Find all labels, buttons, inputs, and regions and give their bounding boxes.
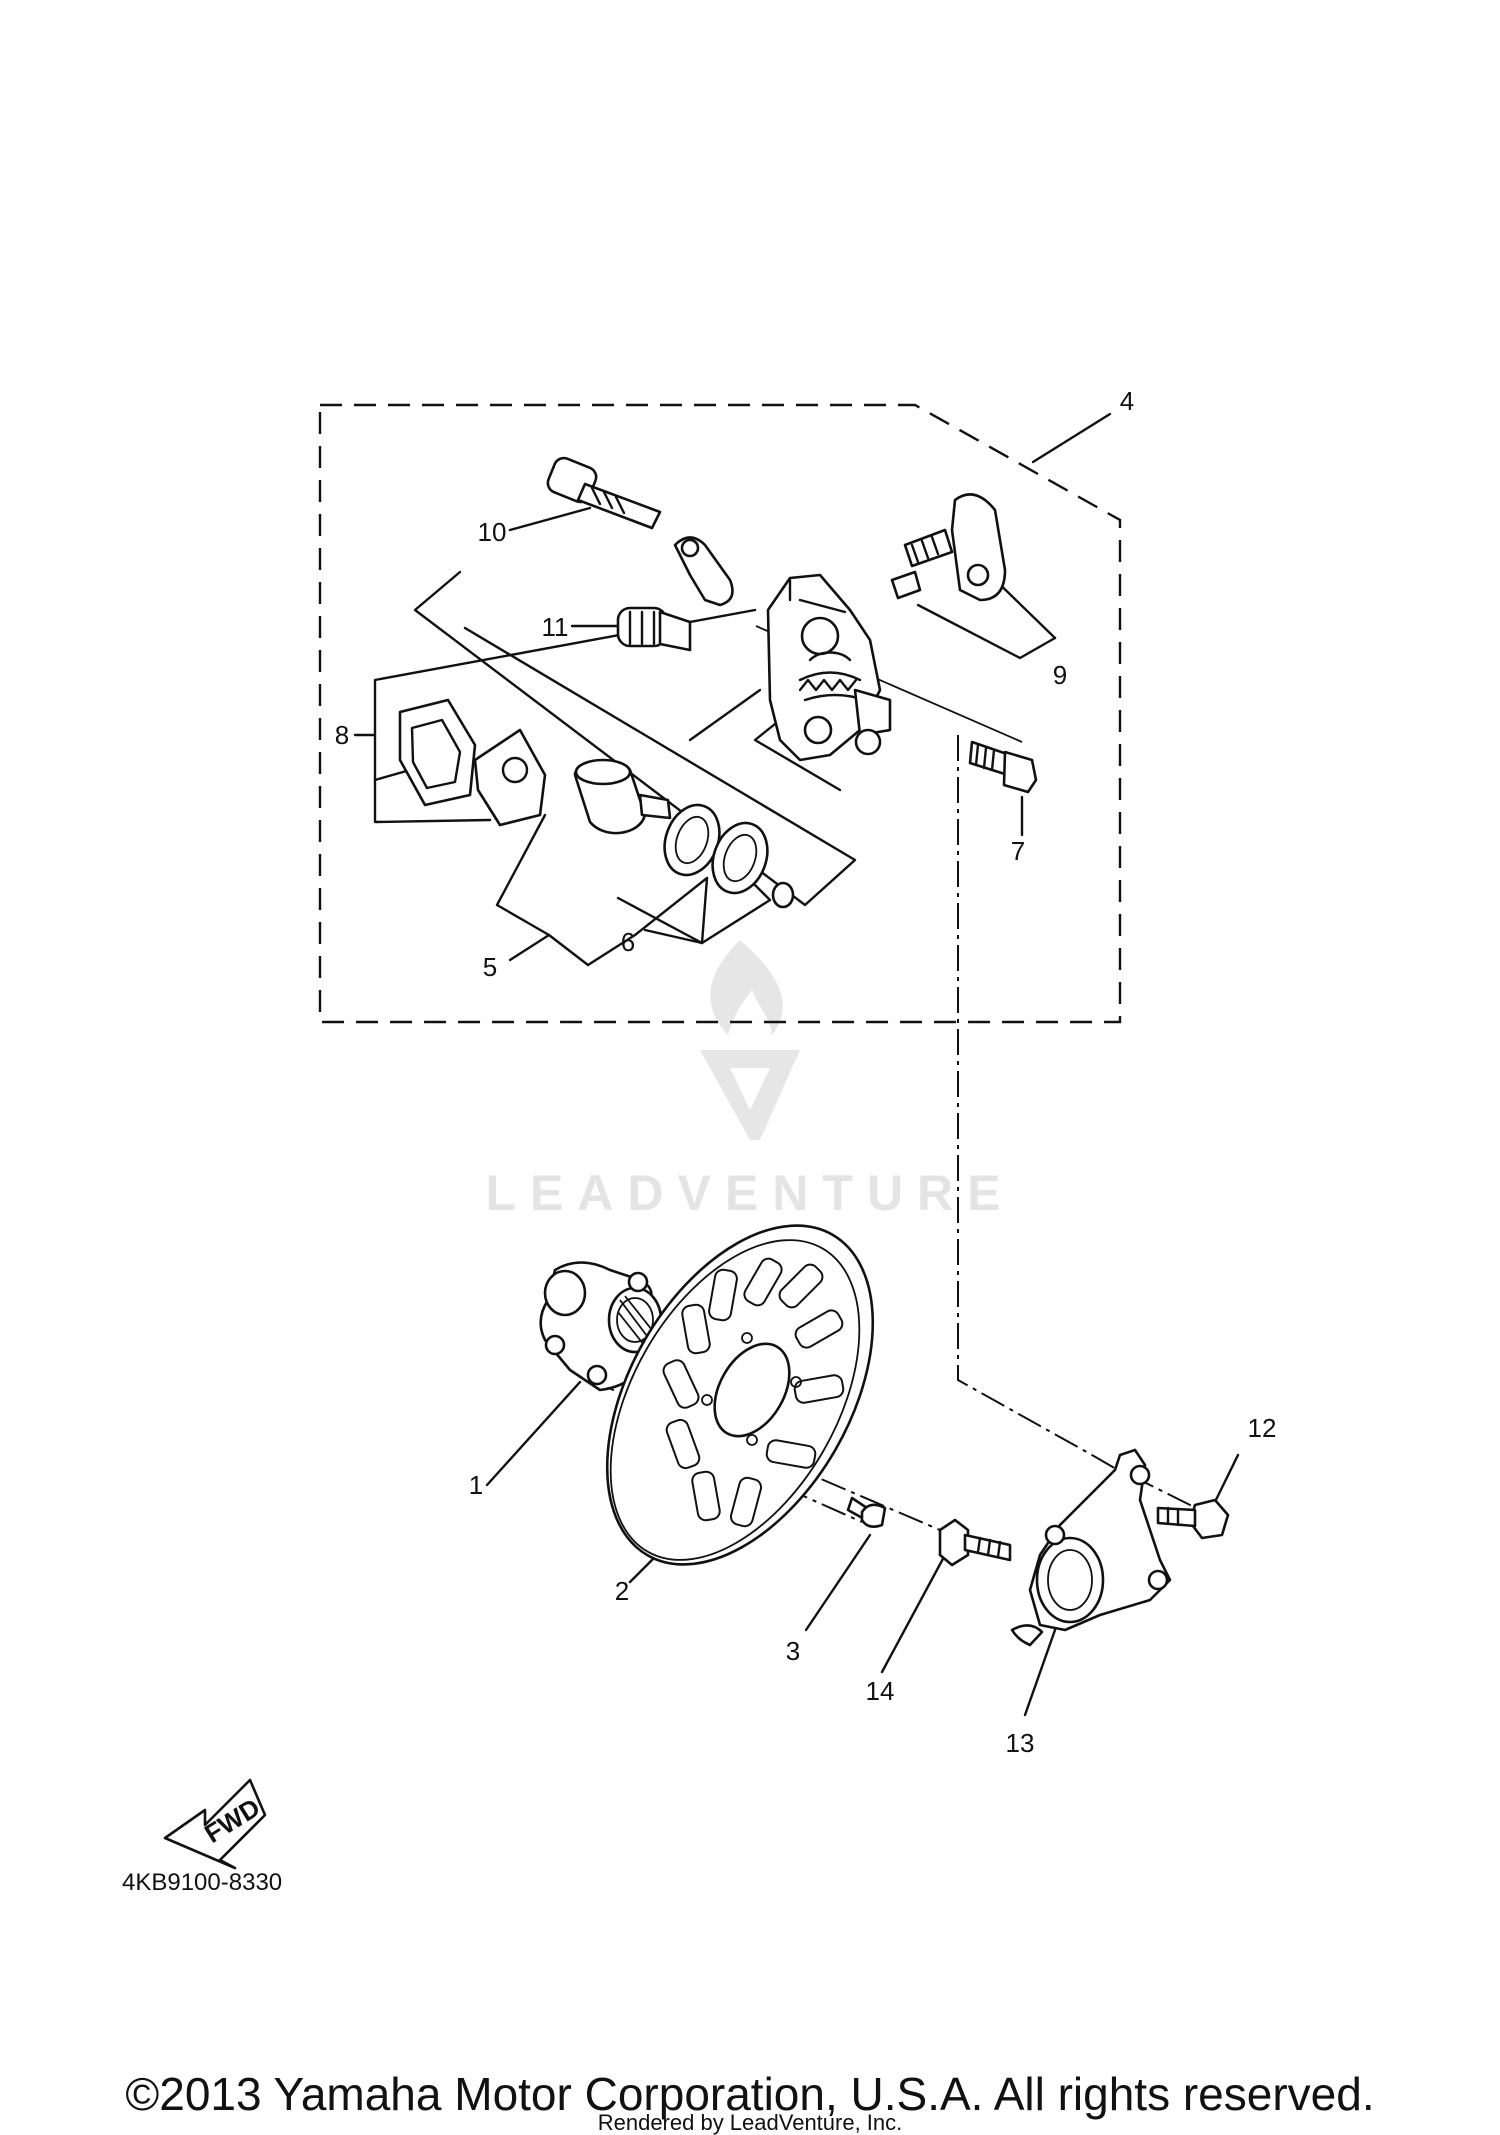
part-12-bolt [1156, 1498, 1230, 1540]
part-9-fitting [890, 493, 1007, 602]
retainer-clip [673, 536, 734, 607]
callout-14: 14 [866, 1676, 895, 1706]
part-2-brake-disc [605, 1224, 875, 1566]
caliper-assembly-boundary [318, 403, 1122, 1024]
callout-7: 7 [1011, 836, 1025, 866]
callout-8: 8 [335, 720, 349, 750]
callout-3: 3 [786, 1636, 800, 1666]
part-11-bolt [616, 606, 692, 652]
part-14-bolt [938, 1518, 1012, 1567]
part-3-bolt [846, 1496, 887, 1528]
diagram-code: 4KB9100-8330 [122, 1869, 282, 1896]
part-5-piston [573, 758, 672, 835]
rendered-by-notice: Rendered by LeadVenture, Inc. [598, 2110, 903, 2135]
callout-2: 2 [615, 1576, 629, 1606]
part-6-seals [663, 803, 795, 909]
callout-9: 9 [1053, 660, 1067, 690]
watermark-text: LEADVENTURE [485, 1165, 1014, 1221]
callout-5: 5 [483, 952, 497, 982]
callout-11: 11 [542, 612, 569, 642]
callout-1: 1 [469, 1470, 483, 1500]
callout-10: 10 [478, 517, 507, 547]
leadventure-watermark: LEADVENTURE [485, 940, 1014, 1221]
callout-13: 13 [1006, 1728, 1035, 1758]
fwd-arrow-icon: FWD [163, 1778, 267, 1870]
part-13-bracket [1010, 1448, 1172, 1647]
callout-labels: 4 10 11 9 8 7 6 5 12 1 2 3 14 13 [335, 386, 1277, 1758]
part-7-bolt [968, 740, 1038, 794]
caliper-body [766, 573, 892, 762]
callout-4: 4 [1120, 386, 1134, 416]
callout-12: 12 [1248, 1413, 1277, 1443]
callout-6: 6 [621, 927, 635, 957]
copyright-notice: ©2013 Yamaha Motor Corporation, U.S.A. A… [125, 2068, 1374, 2120]
part-8-brake-pads [398, 698, 547, 827]
part-10-pin [546, 456, 662, 530]
